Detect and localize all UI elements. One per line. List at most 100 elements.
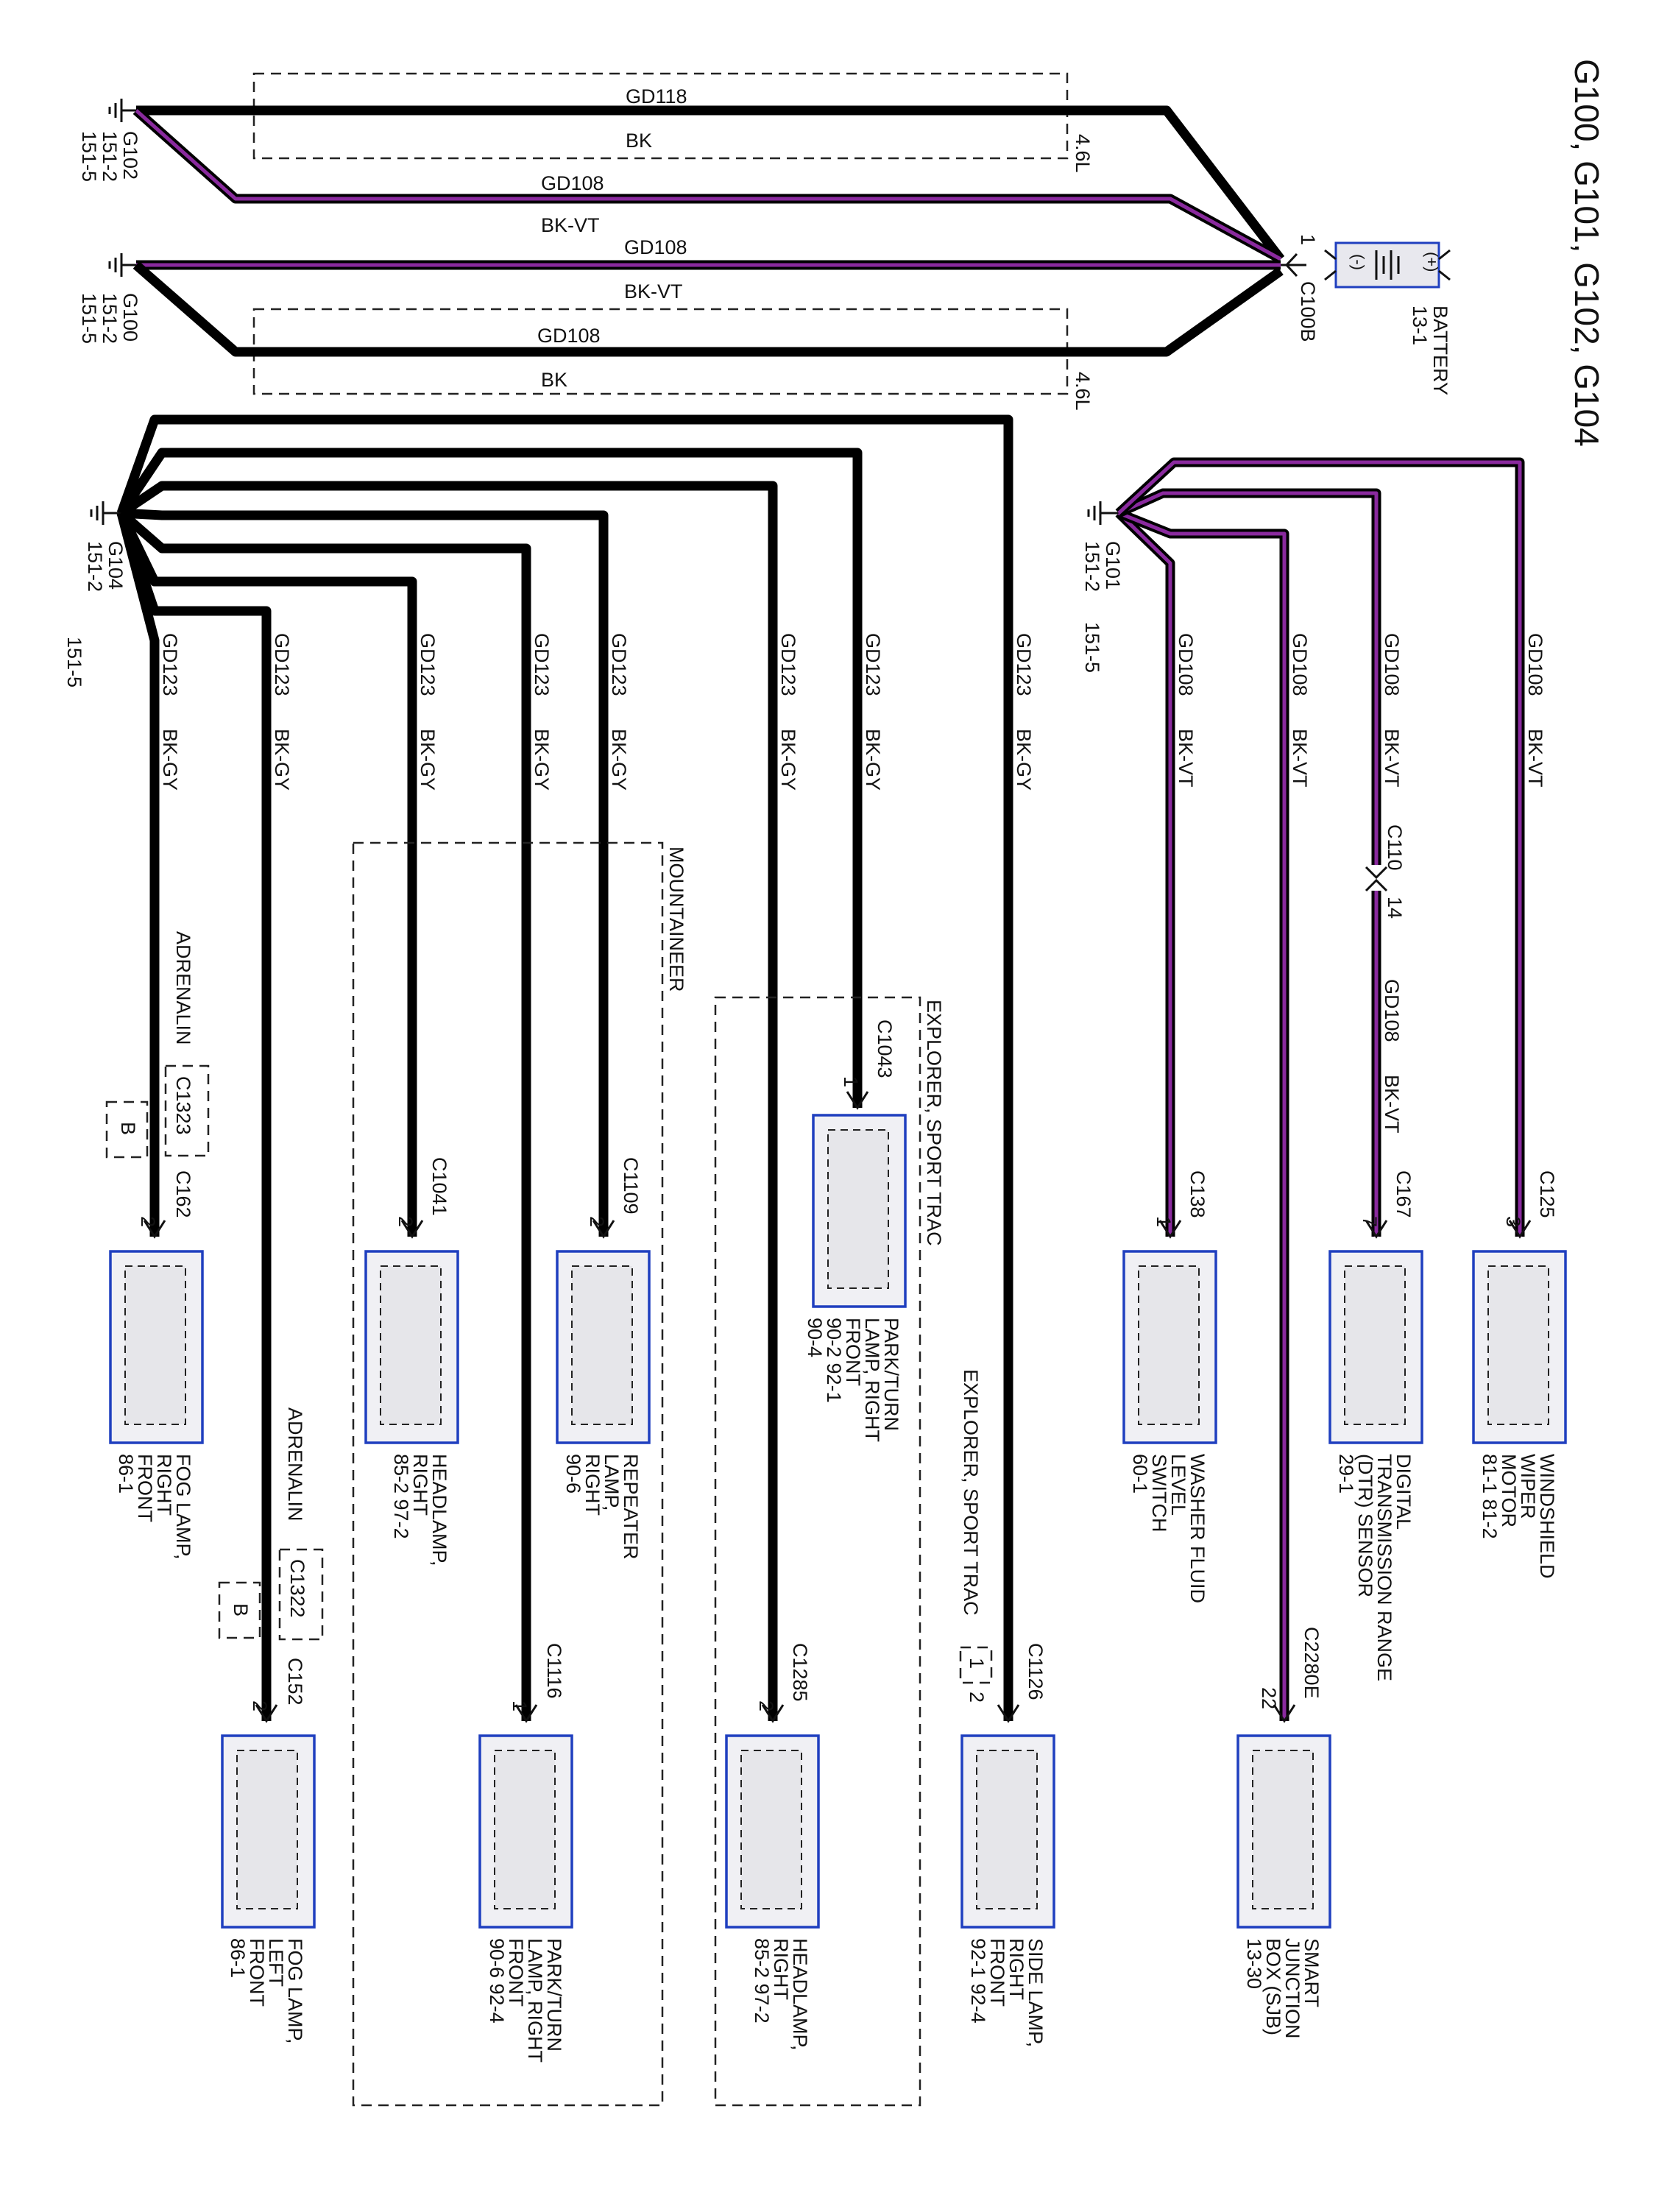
inline-connector-label-c110: C110 — [1384, 824, 1406, 871]
svg-text:86-1: 86-1 — [227, 1938, 249, 1978]
connector-label-c162: C162 — [172, 1170, 194, 1218]
svg-text:90-4: 90-4 — [804, 1318, 826, 1357]
connector-label-c1285: C1285 — [789, 1643, 811, 1702]
ground-icon-g104 — [90, 501, 121, 525]
connector-label-c2280e: C2280E — [1301, 1627, 1323, 1699]
wire-g104-headlamp-c1041 — [117, 511, 417, 1237]
battery-plus: (+) — [1423, 252, 1441, 272]
ground-icon-g102 — [108, 99, 136, 122]
svg-text:REPEATER: REPEATER — [620, 1454, 642, 1560]
wire-color-dtr-2: BK-VT — [1381, 1075, 1403, 1134]
svg-text:JUNCTION: JUNCTION — [1281, 1938, 1303, 2039]
inline-connector-c110-icon — [1365, 866, 1388, 892]
group-box-mountaineer — [352, 841, 664, 2107]
component-label-fog-right: FOG LAMP, RIGHT FRONT 86-1 — [115, 1454, 194, 1560]
svg-text:13-30: 13-30 — [1243, 1938, 1265, 1989]
wire-circuit-c1126: GD123 — [1013, 633, 1035, 696]
wire-g104-parkturn-c1116 — [118, 509, 531, 1721]
connector-pin-c2280e: 22 — [1258, 1687, 1280, 1709]
wire-label-gd108-3: GD108 — [537, 325, 601, 347]
component-fog-lamp-left-front — [221, 1734, 316, 1929]
wire-g101-sjb — [1117, 508, 1289, 1721]
svg-text:MOTOR: MOTOR — [1498, 1454, 1520, 1527]
component-windshield-wiper-motor — [1472, 1250, 1567, 1444]
inline-connector-box-c1323 — [164, 1064, 210, 1157]
wire-circuit-fog-left: GD123 — [271, 633, 293, 696]
connector-label-c152: C152 — [284, 1658, 306, 1706]
wire-gd108-upper — [132, 107, 1284, 264]
svg-text:90-6: 90-6 — [562, 1454, 584, 1494]
option-pin-side: 1 — [966, 1658, 988, 1669]
component-label-dtr: DIGITAL TRANSMISSION RANGE (DTR) SENSOR … — [1335, 1454, 1415, 1681]
wire-g101-washer — [1115, 509, 1175, 1237]
svg-text:WIPER: WIPER — [1517, 1454, 1539, 1519]
component-park-turn-lamp-right-c1116 — [478, 1734, 573, 1929]
svg-text:86-1: 86-1 — [115, 1454, 137, 1494]
svg-text:DIGITAL: DIGITAL — [1393, 1454, 1415, 1530]
wire-circuit-c1043: GD123 — [862, 633, 884, 696]
option-label-adrenalin-right: ADRENALIN — [172, 931, 194, 1045]
connector-pin-icons-g101 — [1158, 1220, 1532, 1723]
wire-circuit-c1041: GD123 — [417, 633, 439, 696]
connector-pin-c152: 2 — [249, 1700, 271, 1711]
ground-ref-g104-1: 151-2 — [84, 541, 106, 592]
svg-text:LAMP,: LAMP, — [601, 1454, 623, 1511]
component-label-washer: WASHER FLUID LEVEL SWITCH 60-1 — [1129, 1454, 1209, 1603]
component-smart-junction-box — [1236, 1734, 1331, 1929]
svg-text:81-1 81-2: 81-1 81-2 — [1479, 1454, 1501, 1539]
connector-label-c138: C138 — [1186, 1170, 1209, 1218]
option-label-explorer-side: EXPLORER, SPORT TRAC — [960, 1369, 982, 1616]
wire-g104-sidelamp-c1126 — [116, 414, 1013, 1721]
svg-text:85-2 97-2: 85-2 97-2 — [751, 1938, 773, 2024]
connector-pin-c1043: 1 — [840, 1076, 862, 1087]
wire-color-dtr-1: BK-VT — [1381, 729, 1403, 788]
ground-ref-g101-1: 151-2 — [1081, 541, 1103, 592]
component-label-sjb: SMART JUNCTION BOX (SJB) 13-30 — [1243, 1938, 1323, 2039]
svg-text:WASHER FLUID: WASHER FLUID — [1186, 1454, 1209, 1603]
component-washer-fluid-level-switch — [1122, 1250, 1217, 1444]
connector-label-c125: C125 — [1536, 1170, 1558, 1218]
svg-text:PARK/TURN: PARK/TURN — [543, 1938, 565, 2052]
component-label-wiper: WINDSHIELD WIPER MOTOR 81-1 81-2 — [1479, 1454, 1558, 1579]
svg-text:29-1: 29-1 — [1335, 1454, 1357, 1494]
ground-label-g101: G101 — [1102, 541, 1124, 590]
svg-text:RIGHT: RIGHT — [153, 1454, 175, 1516]
component-dtr-sensor — [1328, 1250, 1423, 1444]
component-fog-lamp-right-front — [109, 1250, 204, 1444]
component-park-turn-lamp-right-c1043 — [812, 1114, 907, 1308]
connector-label-c100b: C100B — [1297, 281, 1319, 342]
battery-icon — [1324, 241, 1451, 289]
wire-color-c1041: BK-GY — [417, 729, 439, 791]
connector-label-c1043: C1043 — [874, 1020, 896, 1078]
wire-color-c1126: BK-GY — [1013, 729, 1035, 791]
svg-text:SWITCH: SWITCH — [1148, 1454, 1170, 1532]
wire-color-fog-right: BK-GY — [159, 729, 181, 791]
svg-text:LAMP, RIGHT: LAMP, RIGHT — [861, 1318, 883, 1442]
svg-text:90-6 92-4: 90-6 92-4 — [486, 1938, 508, 2024]
wire-circuit-c1109: GD123 — [608, 633, 630, 696]
ground-ref-g101-2: 151-5 — [1081, 622, 1103, 673]
group-label-explorer-sport-trac: EXPLORER, SPORT TRAC — [923, 1000, 945, 1246]
connector-label-c167: C167 — [1393, 1170, 1415, 1218]
wire-label-gd108-1: GD108 — [541, 172, 604, 194]
connector-pin-c1285: 2 — [755, 1700, 777, 1711]
ground-ref-g100-2: 151-5 — [78, 293, 100, 344]
svg-text:RIGHT: RIGHT — [581, 1454, 604, 1516]
engine-option-label-bottom: 4.6L — [1072, 372, 1094, 411]
wire-gd108-upper-stripe — [135, 109, 1282, 261]
wire-label-bk-vt-1: BK-VT — [541, 214, 600, 236]
inline-tag-left: B — [230, 1603, 252, 1616]
component-label-park-turn-c1043: PARK/TURN LAMP, RIGHT FRONT 90-2 92-1 90… — [804, 1318, 902, 1442]
wire-circuit-fog-right: GD123 — [159, 633, 181, 696]
option-box-4-6l-top — [252, 72, 1069, 160]
inline-connector-pin-c110: 14 — [1384, 897, 1406, 919]
svg-text:FOG LAMP,: FOG LAMP, — [284, 1938, 306, 2044]
connector-label-c1116: C1116 — [543, 1643, 565, 1699]
wire-color-fog-left: BK-GY — [271, 729, 293, 791]
svg-text:RIGHT: RIGHT — [1005, 1938, 1027, 2000]
wire-gd108-lower — [132, 261, 1284, 357]
svg-text:FRONT: FRONT — [505, 1938, 527, 2007]
connector-pin-c100b: 1 — [1297, 234, 1319, 245]
